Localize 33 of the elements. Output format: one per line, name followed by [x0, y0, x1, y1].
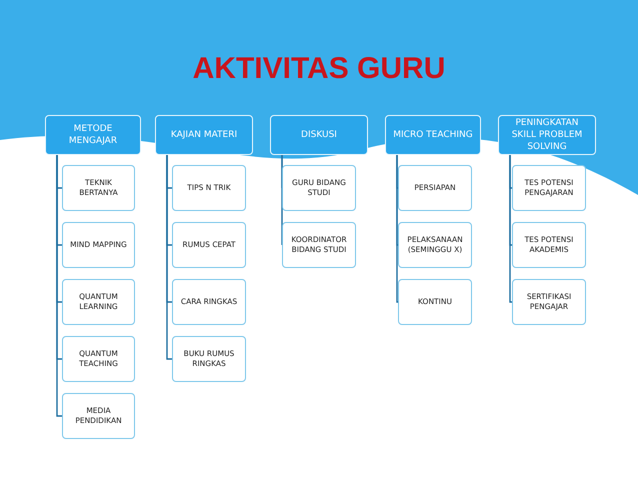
- item-box: [62, 393, 135, 439]
- category-box: [385, 115, 481, 155]
- item-box: [62, 279, 135, 325]
- category-label: DISKUSI: [301, 129, 337, 141]
- item-box: [512, 165, 586, 211]
- item-box: [398, 222, 472, 268]
- category-label: METODE MENGAJAR: [68, 123, 118, 147]
- item-box: [398, 279, 472, 325]
- item-box: [62, 165, 135, 211]
- title: AKTIVITAS GURU: [192, 52, 446, 85]
- connector-line: [281, 155, 283, 246]
- category-label: KAJIAN MATERI: [170, 129, 238, 141]
- category-box: [155, 115, 253, 155]
- item-box: [62, 222, 135, 268]
- item-box: [398, 165, 472, 211]
- connector-line: [509, 155, 512, 303]
- connector-line: [396, 155, 398, 303]
- category-label: PENINGKATAN SKILL PROBLEM SOLVING: [510, 117, 584, 153]
- category-box: [498, 115, 596, 155]
- item-box: [282, 165, 356, 211]
- category-box: [45, 115, 141, 155]
- connector-line: [166, 155, 172, 360]
- item-box: [172, 222, 246, 268]
- connector-line: [56, 155, 62, 417]
- item-box: [172, 336, 246, 382]
- category-label: MICRO TEACHING: [393, 129, 473, 141]
- category-box: [270, 115, 368, 155]
- item-box: [172, 279, 246, 325]
- item-box: [172, 165, 246, 211]
- item-box: [282, 222, 356, 268]
- item-box: [512, 279, 586, 325]
- item-box: [512, 222, 586, 268]
- item-box: [62, 336, 135, 382]
